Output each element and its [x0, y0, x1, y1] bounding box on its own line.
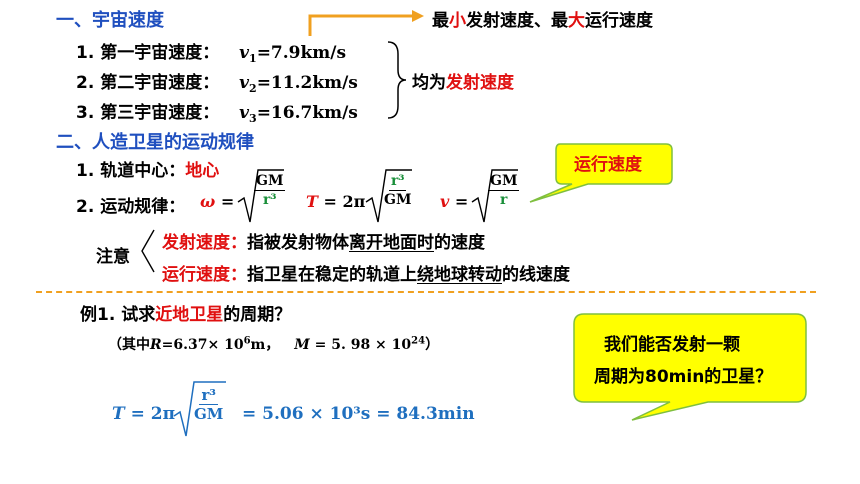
sqrt-symbol [471, 169, 518, 223]
note-orbital-speed: 运行速度：指卫星在稳定的轨道上绕地球转动的线速度 [162, 265, 570, 285]
bubble-line-1: 我们能否发射一颗 [604, 335, 740, 355]
bubble-line-2: 周期为80min的卫星？ [594, 367, 773, 387]
section1-title: 一、宇宙速度 [56, 10, 164, 31]
sqrt-symbol [365, 169, 412, 223]
velocity-formula: v = [440, 192, 469, 211]
sqrt-symbol [173, 381, 226, 437]
omega-formula: ω = [200, 192, 235, 211]
note-label: 注意 [96, 247, 130, 267]
section2-title: 二、人造卫星的运动规律 [56, 132, 254, 153]
result-value: = 5.06 × 10³s = 84.3min [242, 404, 475, 424]
speed-item-3: 3. 第三宇宙速度： v3=16.7km/s [76, 103, 358, 125]
speed-note: 最小发射速度、最大运行速度 [432, 11, 653, 31]
speed-item-2: 2. 第二宇宙速度： v2=11.2km/s [76, 73, 358, 95]
note-launch-speed: 发射速度：指被发射物体离开地面时的速度 [162, 233, 485, 253]
motion-law-label: 2. 运动规律： [76, 197, 186, 217]
period-formula: T = 2π [306, 192, 366, 211]
result-lhs: T = 2π [112, 404, 176, 424]
example-given: （其中R=6.37× 106m， M = 5. 98 × 1024） [108, 335, 440, 353]
callout-label: 运行速度 [574, 155, 642, 175]
speed-item-1: 1. 第一宇宙速度： v1=7.9km/s [76, 43, 347, 65]
callout-shape [529, 143, 673, 203]
right-brace-icon [387, 41, 407, 119]
orbit-center: 1. 轨道中心：地心 [76, 161, 220, 181]
example-question: 例1. 试求近地卫星的周期？ [80, 305, 292, 325]
section-divider [36, 291, 816, 293]
question-bubble [573, 313, 807, 421]
left-angle-bracket [141, 229, 155, 273]
sqrt-symbol [237, 169, 284, 223]
arrow-right-icon [308, 10, 424, 36]
brace-note: 均为发射速度 [412, 73, 514, 93]
